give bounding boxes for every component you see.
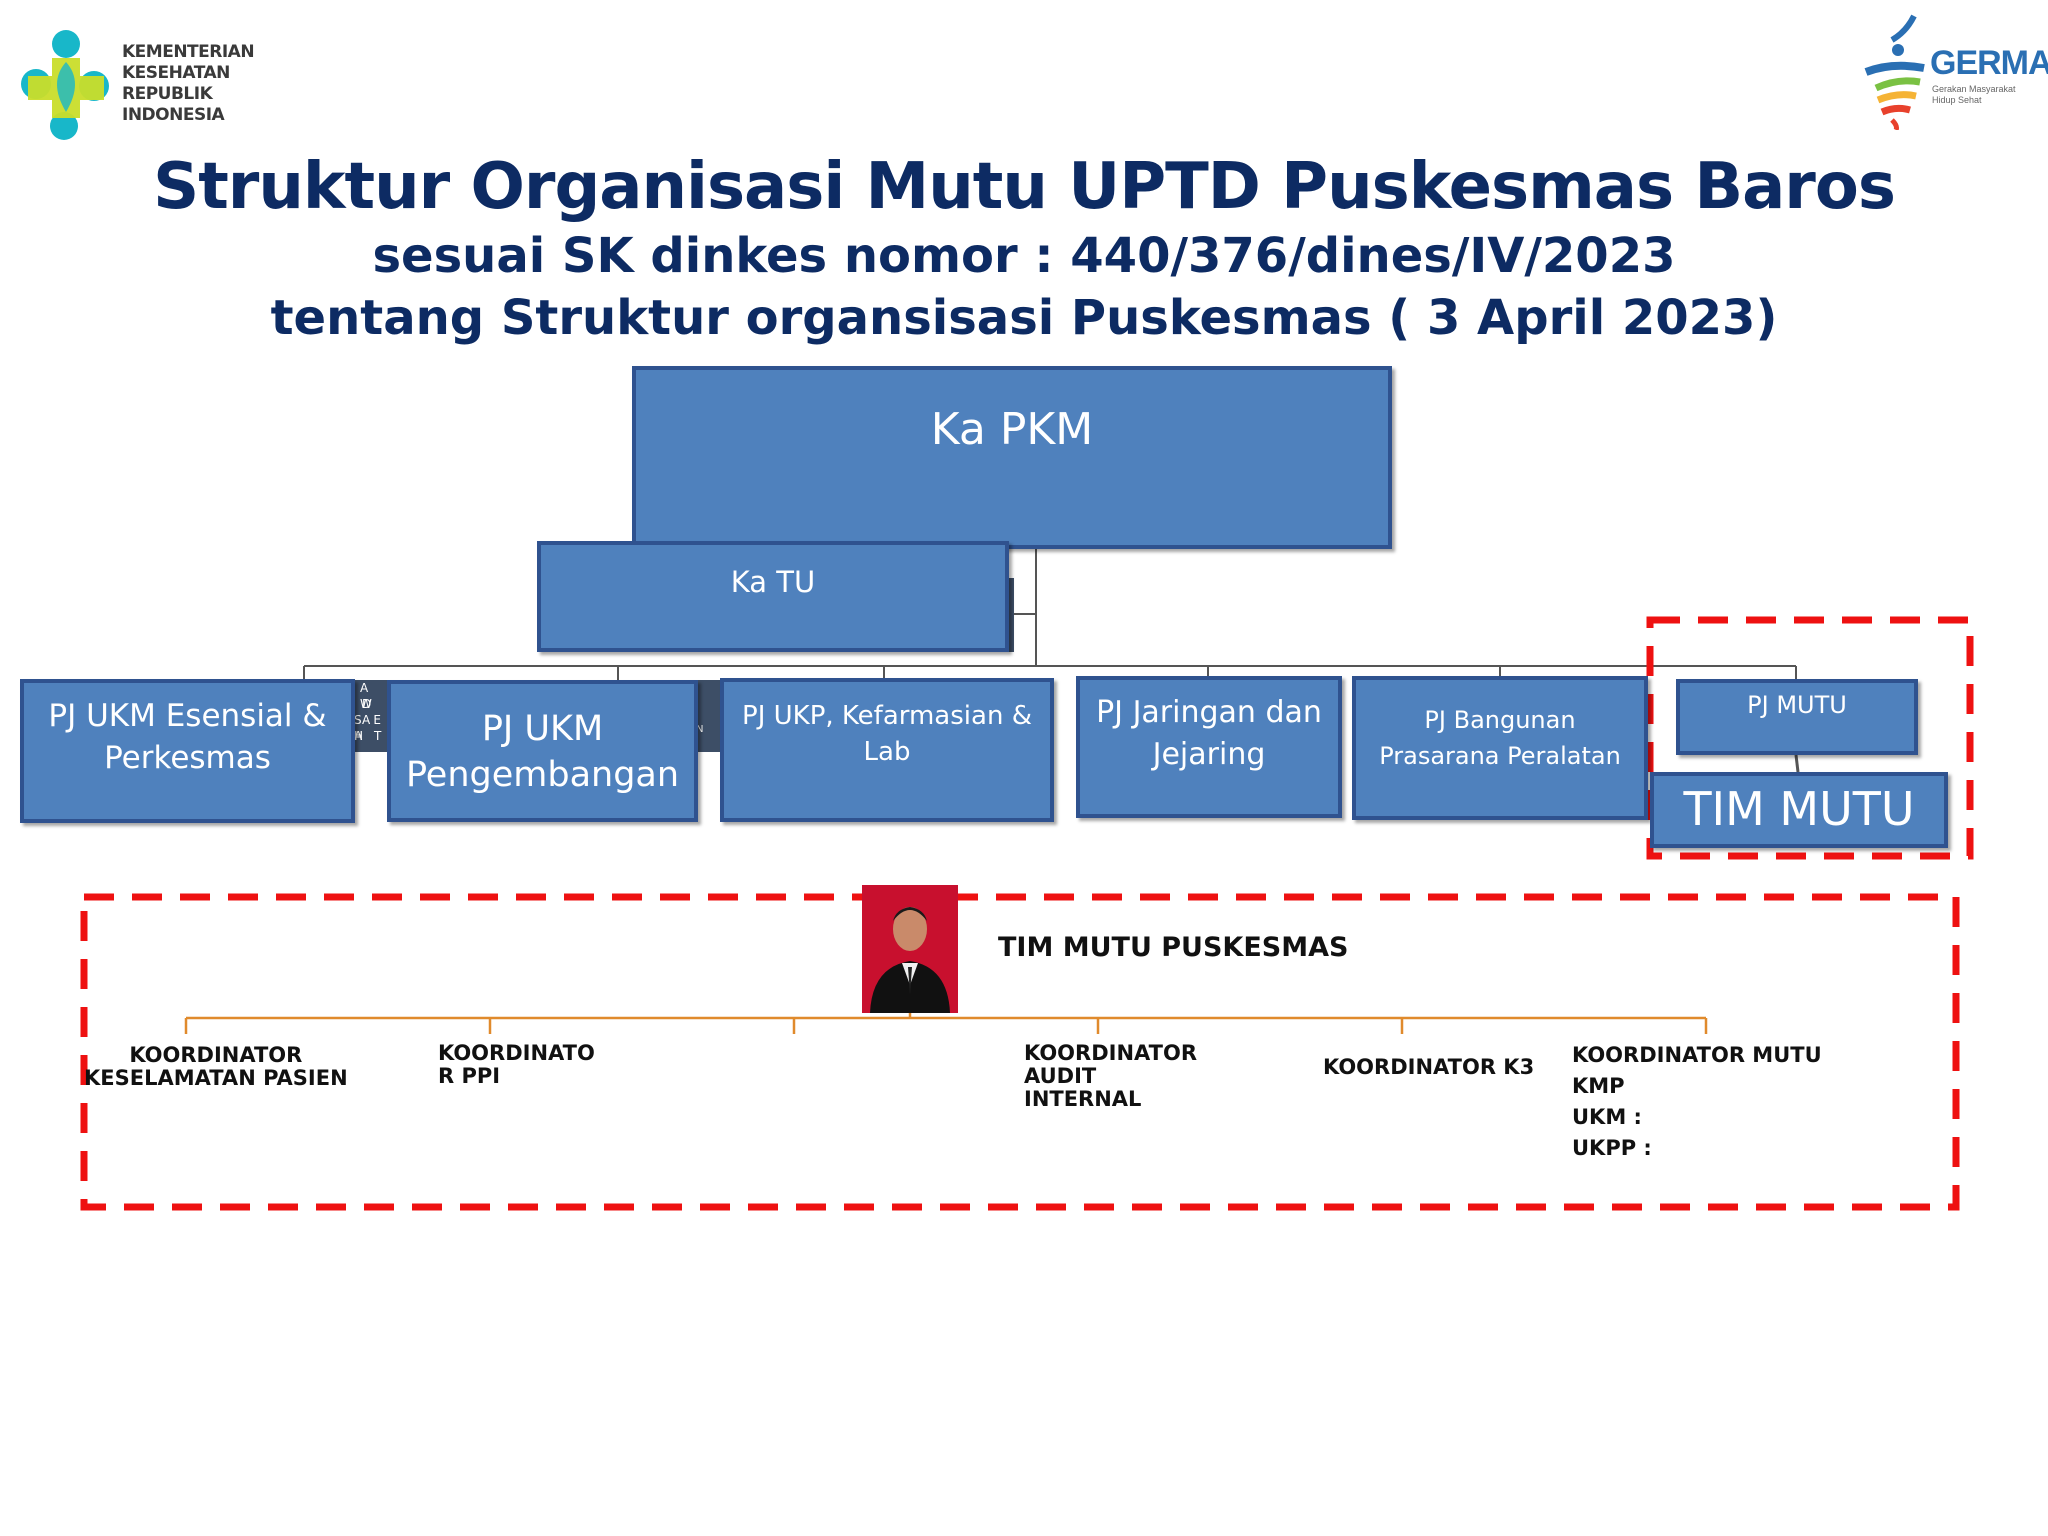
kemenkes-logo-text: KEMENTERIAN KESEHATAN REPUBLIK INDONESIA [122, 42, 255, 125]
germas-tagline: Gerakan Masyarakat Hidup Sehat [1932, 84, 2016, 105]
team-title: TIM MUTU PUSKESMAS [998, 932, 1349, 963]
pj-ukm-esensial-box: PJ UKM Esensial & Perkesmas [20, 679, 355, 823]
germas-wordmark: GERMAS [1930, 44, 2048, 82]
team-connectors [184, 1013, 1708, 1034]
germas-figure-icon [1864, 14, 1925, 132]
koordinator-audit-internal: KOORDINATOR AUDIT INTERNAL [1024, 1041, 1197, 1111]
sk-subtitle: sesuai SK dinkes nomor : 440/376/dines/I… [372, 228, 1676, 284]
org-connectors [303, 549, 1800, 773]
germas-logo: GERMAS Gerakan Masyarakat Hidup Sehat [1862, 12, 2048, 132]
pj-mutu-box: PJ MUTU [1676, 679, 1918, 755]
tim-mutu-highlight-frame [1646, 616, 1974, 860]
tentang-subtitle: tentang Struktur organsisasi Puskesmas (… [270, 290, 1778, 346]
kemenkes-logo: KEMENTERIAN KESEHATAN REPUBLIK INDONESIA [14, 22, 255, 150]
page-title: Struktur Organisasi Mutu UPTD Puskesmas … [153, 150, 1896, 224]
ka-pkm-box: Ka PKM [632, 366, 1392, 549]
leader-photo [862, 885, 958, 1013]
pj-ukm-pengembangan-box: PJ UKM Pengembangan [387, 680, 698, 822]
obscured-box-left: A W D A S E H A T [352, 680, 392, 752]
koordinator-keselamatan-pasien: KOORDINATOR KESELAMATAN PASIEN [84, 1043, 348, 1090]
obscured-box-middle: N [694, 680, 722, 752]
koordinator-k3: KOORDINATOR K3 [1323, 1055, 1535, 1079]
kemenkes-emblem-icon [21, 30, 109, 140]
tim-mutu-box: TIM MUTU [1650, 772, 1948, 848]
pj-jaringan-box: PJ Jaringan dan Jejaring [1076, 676, 1342, 818]
koordinator-ppi: KOORDINATO R PPI [438, 1041, 595, 1088]
koordinator-mutu: KOORDINATOR MUTU KMP UKM : UKPP : [1572, 1043, 1822, 1160]
ka-tu-box: Ka TU [537, 541, 1009, 652]
team-section-frame [80, 893, 1960, 1211]
pj-bangunan-box: PJ Bangunan Prasarana Peralatan [1352, 676, 1648, 820]
pj-ukp-box: PJ UKP, Kefarmasian & Lab [720, 678, 1054, 822]
